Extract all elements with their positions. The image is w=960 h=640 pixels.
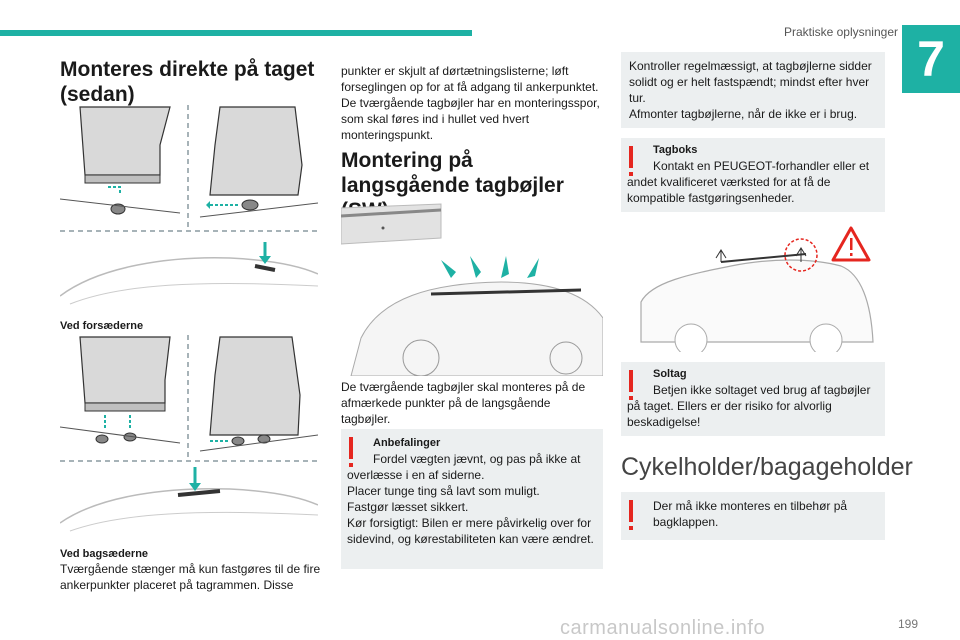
recommendations-box: Anbefalinger Fordel vægten jævnt, og pas…: [341, 429, 603, 569]
anchor-points-text-continued: punkter er skjult af dørtætningslisterne…: [341, 64, 600, 142]
sunroof-warning: Soltag Betjen ikke soltaget ved brug af …: [621, 362, 885, 436]
caption-front-seats: Ved forsæderne: [60, 320, 144, 332]
warning-exclamation-icon: [349, 437, 353, 467]
front-anchor-illustration: [60, 105, 318, 235]
roof-box-title: Tagboks: [653, 144, 698, 156]
bike-carrier-title: Cykelholder/bagageholder: [621, 453, 913, 481]
remove-bars-text: Afmonter tagbøjlerne, når de ikke er i b…: [629, 107, 858, 121]
watermark: carmanualsonline.info: [560, 617, 766, 639]
sedan-roof-title: Monteres direkte på taget (sedan): [60, 58, 315, 106]
rear-anchor-illustration: [60, 335, 318, 465]
sunroof-title: Soltag: [653, 368, 687, 380]
tailgate-text: Der må ikke monteres en tilbehør på bagk…: [653, 499, 848, 529]
sunroof-warning-illustration: [621, 222, 885, 352]
sedan-front-illustration: [60, 236, 318, 308]
recommendation-line: Kør forsigtigt: Bilen er mere påvirkelig…: [347, 516, 594, 546]
tailgate-warning: Der må ikke monteres en tilbehør på bagk…: [621, 492, 885, 540]
recommendation-line: Fordel vægten jævnt, og pas på ikke at o…: [347, 452, 581, 482]
roof-box-text: Kontakt en PEUGEOT-forhandler eller et a…: [627, 159, 870, 205]
recommendation-line: Placer tunge ting så lavt som muligt.: [347, 484, 540, 498]
recommendations-title: Anbefalinger: [373, 437, 441, 449]
roof-box-warning: Tagboks Kontakt en PEUGEOT-forhandler el…: [621, 138, 885, 212]
caption-rear-seats: Ved bagsæderne: [60, 548, 149, 560]
check-tighten-box: Kontroller regelmæssigt, at tagbøjlerne …: [621, 52, 885, 128]
warning-exclamation-icon: [629, 146, 633, 176]
header-accent-bar: [0, 30, 472, 36]
section-title: Praktiske oplysninger: [783, 25, 898, 39]
sw-roof-bars-illustration: [341, 198, 603, 376]
warning-exclamation-icon: [629, 500, 633, 530]
recommendation-line: Fastgør læsset sikkert.: [347, 500, 469, 514]
warning-exclamation-icon: [629, 370, 633, 400]
sedan-rear-illustration: [60, 465, 318, 535]
check-tighten-text: Kontroller regelmæssigt, at tagbøjlerne …: [629, 59, 872, 105]
chapter-number-badge: 7: [902, 25, 960, 93]
page-number: 199: [897, 617, 918, 631]
anchor-points-text: Tværgående stænger må kun fastgøres til …: [60, 562, 321, 592]
sunroof-text: Betjen ikke soltaget ved brug af tagbøjl…: [627, 383, 871, 429]
sw-roof-bars-text: De tværgående tagbøjler skal monteres på…: [341, 380, 586, 426]
